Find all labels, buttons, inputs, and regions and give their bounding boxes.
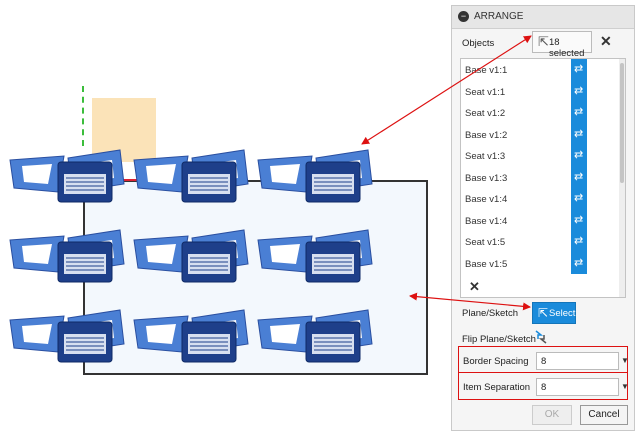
- list-item-label: Seat v1:3: [465, 151, 506, 162]
- list-item[interactable]: Base v1:5 ⇄: [461, 252, 611, 274]
- clear-selection-icon[interactable]: ✕: [600, 33, 612, 49]
- list-item[interactable]: Seat v1:5 ⇄: [461, 231, 611, 253]
- panel-titlebar: − ARRANGE: [452, 6, 634, 29]
- component-link-icon[interactable]: ⇄: [571, 166, 587, 188]
- arranged-object[interactable]: [256, 228, 374, 288]
- spacing-divider: [459, 372, 627, 373]
- list-item-label: Seat v1:5: [465, 237, 506, 248]
- list-item-label: Seat v1:2: [465, 108, 506, 119]
- objects-list-rows: Base v1:1 ⇄ Seat v1:1 ⇄ Seat v1:2 ⇄ Base v1:2 ⇄…: [461, 59, 611, 274]
- arranged-object[interactable]: [8, 308, 126, 368]
- origin-ghost-body: [92, 98, 156, 162]
- component-link-icon[interactable]: ⇄: [571, 59, 587, 81]
- chevron-down-icon[interactable]: ▼: [621, 382, 629, 391]
- list-item-label: Base v1:3: [465, 172, 508, 184]
- objects-list[interactable]: Base v1:1 ⇄ Seat v1:1 ⇄ Seat v1:2 ⇄ Base v1:2 ⇄…: [460, 58, 626, 298]
- list-item[interactable]: Seat v1:3 ⇄: [461, 145, 611, 167]
- cursor-icon: ⇱: [538, 34, 549, 49]
- list-item[interactable]: Base v1:4 ⇄: [461, 209, 611, 231]
- plane-edge-highlight: [82, 179, 167, 181]
- cancel-button[interactable]: Cancel: [580, 405, 628, 425]
- list-item[interactable]: Seat v1:2 ⇄: [461, 102, 611, 124]
- canvas-viewport[interactable]: [0, 0, 452, 438]
- list-item-label: Base v1:4: [465, 215, 508, 227]
- plane-select-button[interactable]: ⇱ Select: [532, 302, 576, 324]
- border-spacing-input[interactable]: 8: [536, 352, 619, 370]
- component-link-icon[interactable]: ⇄: [571, 209, 587, 231]
- arranged-object[interactable]: [8, 148, 126, 208]
- selected-count: 18 selected: [549, 37, 585, 59]
- arranged-object[interactable]: [132, 228, 250, 288]
- item-separation-value: 8: [541, 382, 547, 393]
- component-link-icon[interactable]: ⇄: [571, 252, 587, 274]
- select-button-label: Select: [549, 308, 576, 319]
- component-link-icon[interactable]: ⇄: [571, 80, 587, 102]
- component-link-icon[interactable]: ⇄: [571, 231, 587, 253]
- list-item-label: Base v1:4: [465, 194, 508, 205]
- border-spacing-value: 8: [541, 356, 547, 367]
- list-scroll-thumb[interactable]: [620, 63, 624, 183]
- remove-item-icon[interactable]: ✕: [469, 279, 480, 294]
- flip-icon[interactable]: [534, 329, 548, 345]
- list-item-label: Seat v1:1: [465, 86, 506, 98]
- item-separation-label: Item Separation: [463, 382, 531, 393]
- arranged-object[interactable]: [8, 228, 126, 288]
- green-axis-line: [82, 86, 84, 146]
- list-item[interactable]: Base v1:2 ⇄: [461, 123, 611, 145]
- objects-selection-field[interactable]: ⇱ 18 selected: [532, 31, 592, 59]
- arranged-object[interactable]: [132, 308, 250, 368]
- list-item[interactable]: Seat v1:1 ⇄: [461, 80, 611, 102]
- spacing-settings-group: Border Spacing 8 ▼ Item Separation 8 ▼: [458, 346, 629, 400]
- component-link-icon[interactable]: ⇄: [571, 145, 587, 167]
- arranged-object[interactable]: [256, 148, 374, 208]
- list-item[interactable]: Base v1:3 ⇄: [461, 166, 611, 188]
- list-item-label: Base v1:5: [465, 258, 508, 270]
- list-item-label: Base v1:1: [465, 65, 508, 76]
- arranged-object[interactable]: [132, 148, 250, 208]
- objects-label: Objects: [462, 38, 495, 49]
- list-item[interactable]: Base v1:4 ⇄: [461, 188, 611, 210]
- arrange-panel: − ARRANGE Objects ⇱ 18 selected ✕ Base v…: [451, 5, 635, 431]
- list-item-label: Base v1:2: [465, 129, 508, 141]
- item-separation-input[interactable]: 8: [536, 378, 619, 396]
- chevron-down-icon[interactable]: ▼: [621, 356, 629, 365]
- arranged-object[interactable]: [256, 308, 374, 368]
- component-link-icon[interactable]: ⇄: [571, 123, 587, 145]
- border-spacing-label: Border Spacing: [463, 356, 529, 367]
- flip-plane-label: Flip Plane/Sketch: [462, 334, 536, 345]
- pointer-icon: ⇱: [538, 306, 549, 320]
- ok-button[interactable]: OK: [532, 405, 572, 425]
- panel-title: ARRANGE: [474, 11, 524, 22]
- list-item[interactable]: Base v1:1 ⇄: [461, 59, 611, 81]
- component-link-icon[interactable]: ⇄: [571, 188, 587, 210]
- collapse-icon[interactable]: −: [458, 11, 469, 22]
- plane-sketch-label: Plane/Sketch: [462, 308, 518, 319]
- component-link-icon[interactable]: ⇄: [571, 102, 587, 124]
